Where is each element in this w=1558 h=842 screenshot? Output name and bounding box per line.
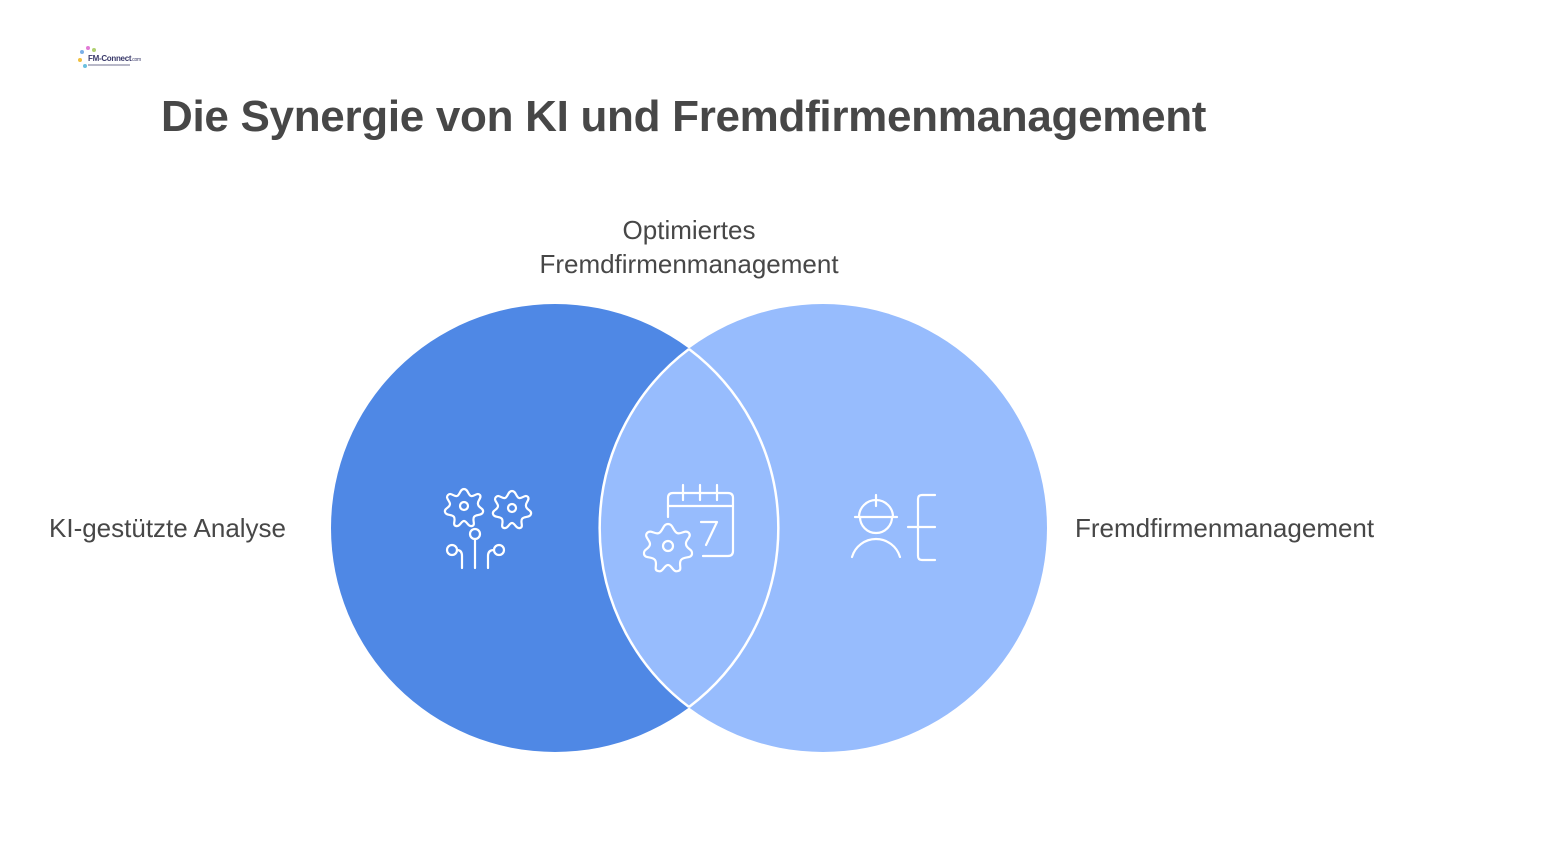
- intersection-label-line2: Fremdfirmenmanagement: [539, 249, 839, 279]
- logo-tagline: [88, 64, 130, 66]
- calendar-gear-icon: [642, 483, 735, 573]
- intersection-label: Optimiertes Fremdfirmenmanagement: [489, 213, 889, 281]
- intersection-label-line1: Optimiertes: [622, 215, 756, 245]
- logo-text: FM-Connect.com: [88, 54, 141, 63]
- logo: FM-Connect.com: [78, 46, 141, 72]
- ai-gears-circuit-icon: [443, 487, 533, 570]
- set-label-fremdfirmenmanagement: Fremdfirmenmanagement: [1075, 513, 1375, 543]
- venn-intersection: [598, 304, 780, 752]
- page-title: Die Synergie von KI und Fremdfirmenmanag…: [161, 92, 1207, 141]
- worker-helmet-icon: [850, 493, 937, 562]
- set-label-ki-analyse: KI-gestützte Analyse: [49, 513, 287, 543]
